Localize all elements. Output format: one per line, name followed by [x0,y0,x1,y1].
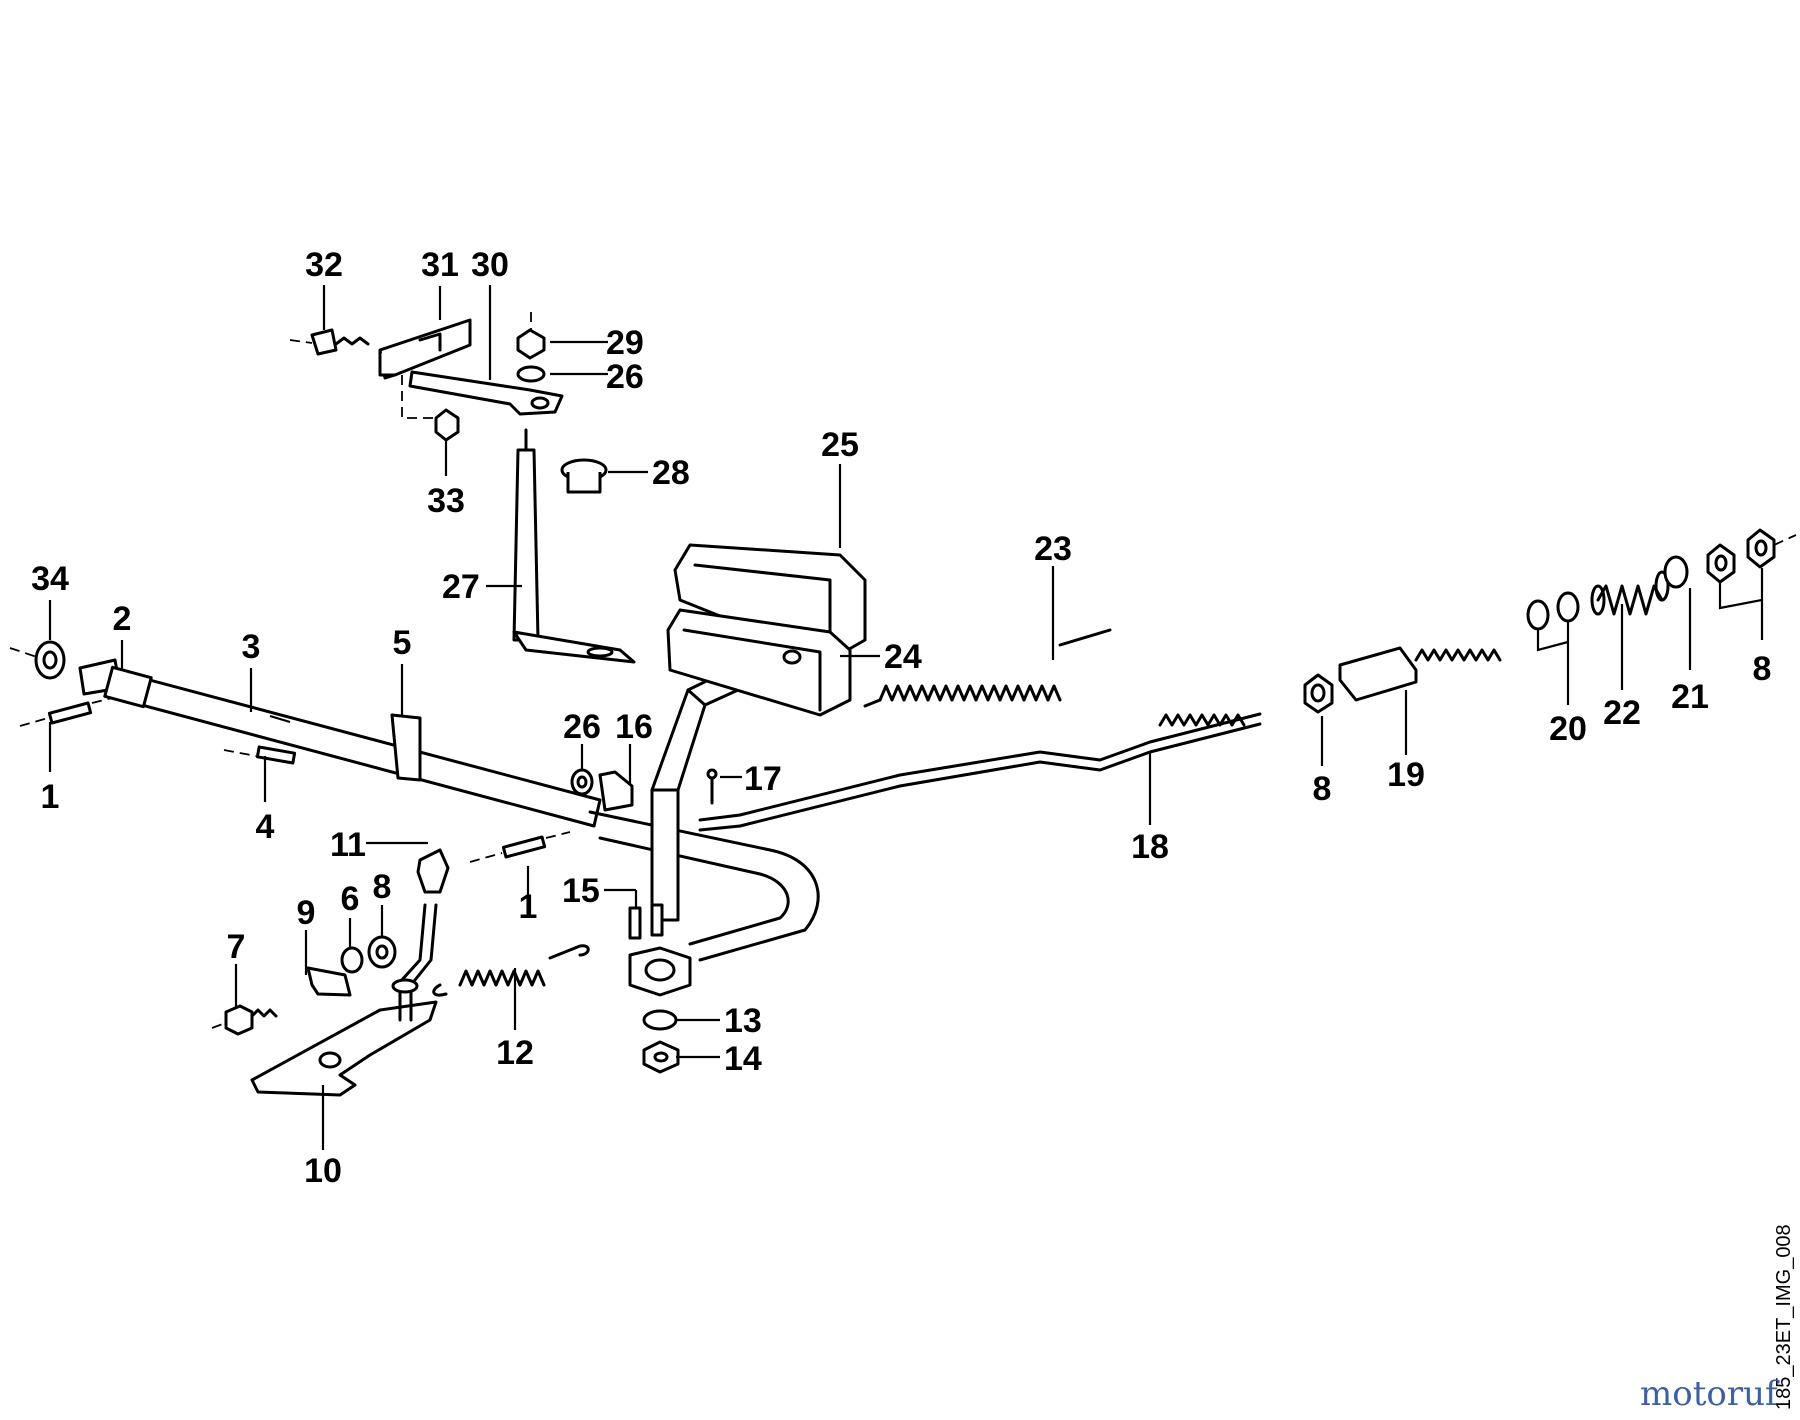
callout-3: 3 [242,628,261,666]
bolt [211,1004,278,1036]
nut [1746,528,1776,569]
bracket [390,713,422,782]
callout-26: 26 [563,708,601,746]
bracket [598,770,634,812]
bushing [560,458,608,494]
washer [1556,591,1580,623]
drawing-code: 185_23ET_IMG_008 [1773,1224,1795,1410]
callout-28: 28 [652,454,690,492]
watermark-logo: motoruf [1640,1374,1780,1414]
callout-32: 32 [305,246,343,284]
shift-lever [391,848,450,1022]
callout-31: 31 [421,246,459,284]
callout-6: 6 [341,880,360,918]
clevis-hub [628,946,692,997]
callout-21: 21 [1671,678,1709,716]
pin [469,831,571,863]
control-rod [698,712,1262,832]
pedal-lever [588,653,820,962]
pedal-pad [666,608,852,717]
callout-5: 5 [393,624,412,662]
pin [19,697,113,727]
callout-19: 19 [1387,756,1425,794]
callout-18: 18 [1131,828,1169,866]
spring-pin [628,903,664,940]
callouts: 34 2 3 5 1 4 32 31 30 29 26 33 28 27 25 … [31,246,1771,1190]
callout-22: 22 [1603,694,1641,732]
washer [1663,555,1689,589]
callout-26: 26 [606,358,644,396]
callout-4: 4 [256,808,275,846]
callout-1: 1 [519,888,538,926]
nut [434,408,460,442]
callout-10: 10 [304,1152,342,1190]
pin [223,745,297,765]
callout-12: 12 [496,1034,534,1072]
nut [516,312,546,360]
washer [516,365,546,383]
callout-17: 17 [744,760,782,798]
callout-23: 23 [1034,530,1072,568]
callout-7: 7 [227,928,246,966]
assembly-line [401,375,440,419]
callout-11: 11 [330,826,366,864]
washer [570,768,594,796]
callout-27: 27 [442,568,480,606]
callout-8: 8 [373,868,392,906]
callout-14: 14 [724,1040,762,1078]
callout-9: 9 [297,894,316,932]
callout-8: 8 [1313,770,1332,808]
nut [1706,543,1736,584]
pivot-post [512,428,636,664]
callout-34: 34 [31,560,69,598]
bolt [289,328,370,356]
callout-15: 15 [562,872,600,910]
nut [1303,673,1334,714]
leader-lines [48,285,1764,1150]
callout-25: 25 [821,426,859,464]
turnbuckle [1338,646,1502,702]
callout-2: 2 [113,600,132,638]
washer [642,1009,678,1031]
washer [340,946,364,974]
nut [642,1040,680,1074]
callout-30: 30 [471,246,509,284]
washer [1526,599,1550,631]
base-plate [250,1000,438,1097]
nut [367,935,397,969]
callout-8: 8 [1753,650,1772,688]
tension-spring [863,628,1112,708]
tension-spring [432,944,590,997]
washer [9,640,66,680]
callout-13: 13 [724,1002,762,1040]
pin [706,768,718,805]
callout-29: 29 [606,324,644,362]
callout-33: 33 [427,482,465,520]
link-lever [408,370,564,416]
cross-shaft [78,658,602,828]
compression-spring [1590,570,1670,616]
callout-16: 16 [615,708,653,746]
mounting-bracket [378,318,472,380]
callout-24: 24 [884,638,922,676]
lever-clip [306,966,352,997]
callout-20: 20 [1549,710,1587,748]
callout-1: 1 [41,778,60,816]
